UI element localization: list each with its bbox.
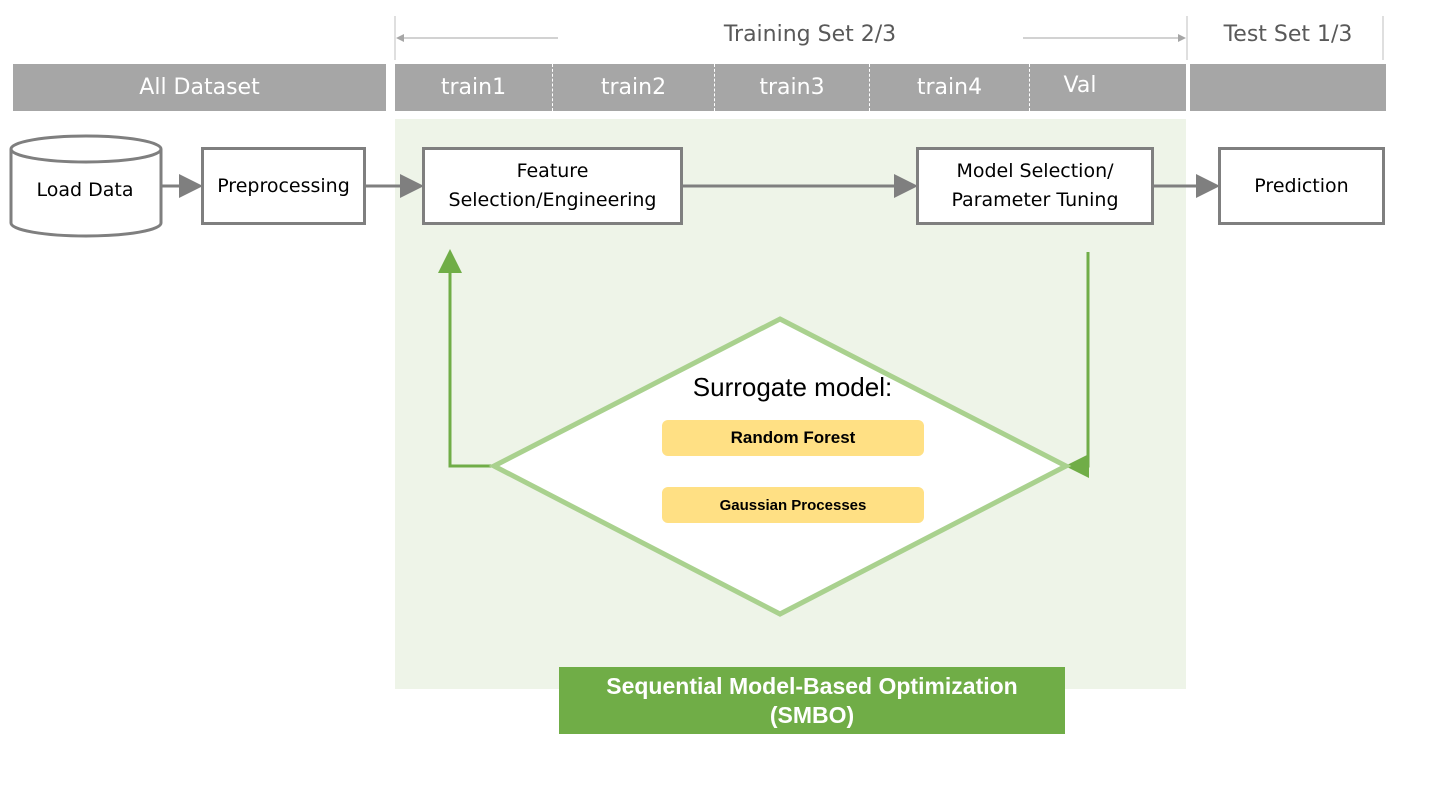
smbo-line2: (SMBO)	[769, 701, 855, 728]
segment-val: Val	[1030, 62, 1130, 109]
segment-train1: train1	[395, 64, 553, 111]
segment-train3: train3	[715, 64, 870, 111]
loop-arrow-from-model	[1065, 252, 1090, 478]
prediction-box: Prediction	[1218, 147, 1385, 225]
option-label: Random Forest	[730, 428, 856, 447]
training-bar: train1 train2 train3 train4 Val	[395, 64, 1186, 111]
test-bar	[1190, 64, 1386, 111]
smbo-banner: Sequential Model-Based Optimization (SMB…	[559, 667, 1065, 734]
feature-label-line2: Selection/Engineering	[448, 189, 657, 211]
surrogate-title: Surrogate model:	[692, 372, 893, 402]
model-label-line1: Model Selection/	[956, 160, 1114, 182]
preprocessing-label: Preprocessing	[217, 174, 350, 197]
segment-label: train3	[759, 75, 825, 100]
preprocessing-box: Preprocessing	[201, 147, 366, 225]
loop-arrow-to-feature	[438, 249, 495, 468]
surrogate-diamond	[488, 316, 1072, 617]
model-label-line2: Parameter Tuning	[951, 189, 1119, 211]
smbo-line1: Sequential Model-Based Optimization	[606, 672, 1018, 699]
feature-label-line1: Feature	[516, 160, 589, 182]
load-data-cylinder	[9, 134, 163, 238]
all-dataset-label: All Dataset	[139, 75, 260, 100]
surrogate-option-gaussian-processes: Gaussian Processes	[662, 487, 924, 523]
segment-label: train4	[916, 75, 983, 100]
segment-label: train1	[440, 75, 507, 100]
all-dataset-bar: All Dataset	[13, 64, 386, 111]
segment-label: Val	[1063, 73, 1097, 98]
option-label: Gaussian Processes	[719, 496, 867, 514]
segment-train2: train2	[553, 64, 715, 111]
load-data-label: Load Data	[36, 179, 134, 201]
surrogate-option-random-forest: Random Forest	[662, 420, 924, 456]
feature-engineering-box: Feature Selection/Engineering	[422, 147, 683, 225]
segment-label: train2	[600, 75, 667, 100]
training-set-label: Training Set 2/3	[723, 22, 897, 47]
model-selection-box: Model Selection/ Parameter Tuning	[916, 147, 1154, 225]
prediction-label: Prediction	[1254, 174, 1349, 197]
segment-train4: train4	[870, 64, 1030, 111]
test-set-label: Test Set 1/3	[1223, 22, 1353, 47]
